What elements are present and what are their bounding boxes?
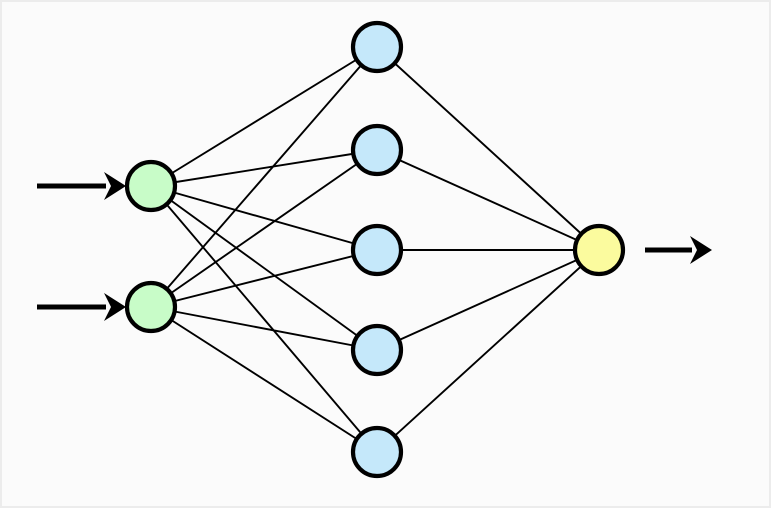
hidden-node-4[interactable] [350, 323, 404, 377]
edge-h4-o1 [376, 249, 600, 351]
network-nodes [124, 20, 626, 479]
edge-i2-h3 [150, 249, 378, 308]
input-layer [124, 159, 178, 334]
input-arrow-1 [37, 172, 126, 200]
hidden-node-3[interactable] [350, 223, 404, 277]
output-node-1[interactable] [572, 223, 626, 277]
edge-h5-o1 [376, 249, 600, 453]
hidden-node-5[interactable] [350, 425, 404, 479]
input-arrow-2-head [104, 293, 126, 321]
hidden-layer [350, 20, 404, 479]
edge-i2-h5 [150, 306, 378, 453]
input-node-2[interactable] [124, 280, 178, 334]
input-arrow-1-head [104, 172, 126, 200]
edge-i1-h5 [150, 185, 378, 453]
edge-i1-h3 [150, 185, 378, 251]
edge-i1-h4 [150, 185, 378, 351]
output-arrow-1-head [690, 236, 712, 264]
edge-i2-h2 [150, 149, 378, 308]
edge-i1-h2 [150, 149, 378, 187]
edge-i1-h1 [150, 46, 378, 187]
input-node-1[interactable] [124, 159, 178, 213]
input-arrow-2 [37, 293, 126, 321]
hidden-node-1[interactable] [350, 20, 404, 74]
edge-i2-h4 [150, 306, 378, 351]
hidden-node-2[interactable] [350, 123, 404, 177]
connection-edges [150, 46, 600, 453]
edge-i2-h1 [150, 46, 378, 308]
edge-h2-o1 [376, 149, 600, 251]
edge-h1-o1 [376, 46, 600, 251]
io-arrows [37, 172, 712, 321]
output-layer [572, 223, 626, 277]
output-arrow-1 [645, 236, 712, 264]
